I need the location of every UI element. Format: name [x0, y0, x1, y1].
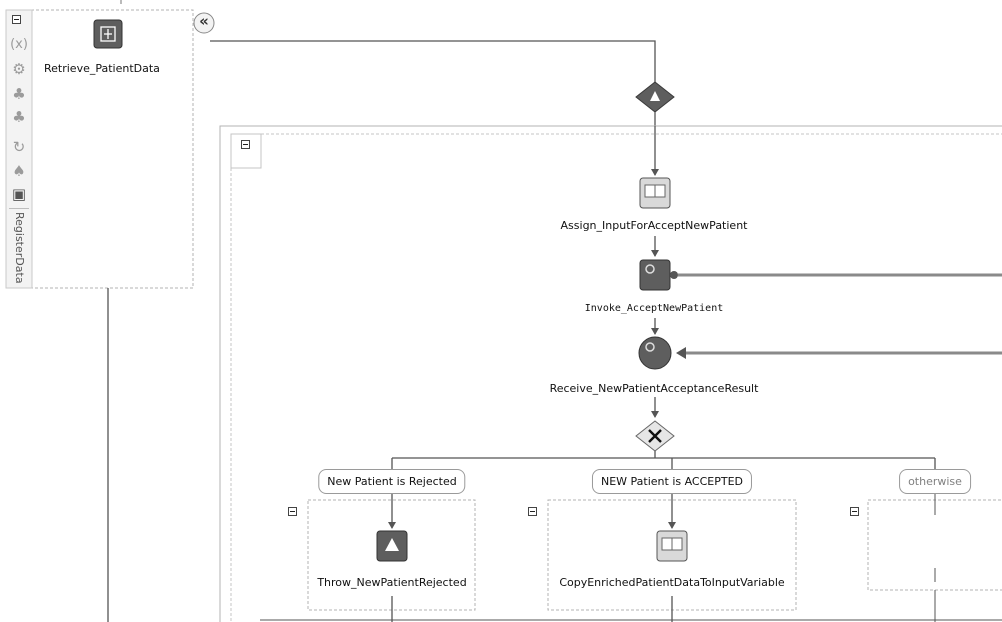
invoke-node[interactable]	[639, 259, 671, 291]
partner-link-arrow	[676, 347, 686, 359]
collapse-panel-button[interactable]	[193, 12, 215, 34]
scope-container	[219, 125, 1002, 622]
gear-icon[interactable]: ⚙	[12, 60, 26, 78]
scope-icon	[100, 26, 116, 42]
sidebar-vertical-label: RegisterData	[9, 208, 29, 288]
scope-header-cell	[230, 133, 262, 169]
warning-icon	[385, 538, 399, 551]
retrieve-patient-label: Retrieve_PatientData	[44, 62, 160, 75]
scope-diamond-icon	[650, 91, 660, 101]
assign-label: Assign_InputForAcceptNewPatient	[560, 219, 748, 232]
branch-otherwise-collapse-icon[interactable]	[850, 507, 859, 516]
sidebar-panel	[5, 9, 194, 289]
image-icon[interactable]: ▣	[11, 185, 27, 203]
condition-otherwise[interactable]: otherwise	[899, 469, 971, 494]
condition-accepted[interactable]: NEW Patient is ACCEPTED	[591, 469, 753, 494]
receive-node[interactable]	[638, 336, 672, 370]
branch-accepted-collapse-icon[interactable]	[528, 507, 537, 516]
invoke-label: Invoke_AcceptNewPatient	[584, 303, 724, 314]
chevron-left-icon[interactable]: «	[199, 12, 209, 30]
copy-assign-label: CopyEnrichedPatientDataToInputVariable	[559, 576, 785, 589]
condition-rejected[interactable]: New Patient is Rejected	[318, 469, 466, 494]
flow-icon[interactable]: ↻	[12, 138, 26, 156]
receive-gear-icon	[645, 342, 655, 352]
person-edit-icon[interactable]: ♣	[12, 108, 26, 126]
connector-top	[210, 40, 656, 82]
scope-inner	[230, 133, 1002, 622]
person-edit-icon[interactable]: ♣	[12, 85, 26, 103]
sidebar-collapse-icon[interactable]	[12, 15, 21, 24]
throw-label: Throw_NewPatientRejected	[317, 576, 467, 589]
scope-collapse-icon[interactable]	[241, 140, 250, 149]
invoke-gear-icon	[645, 264, 655, 274]
branch-otherwise-box	[867, 499, 1002, 591]
switch-x-icon	[648, 429, 662, 443]
partner-link-icon[interactable]: ♠	[12, 162, 26, 180]
branch-rejected-collapse-icon[interactable]	[288, 507, 297, 516]
tool-palette	[5, 9, 33, 289]
receive-label: Receive_NewPatientAcceptanceResult	[549, 382, 759, 395]
variable-icon[interactable]: (x)	[10, 37, 28, 52]
